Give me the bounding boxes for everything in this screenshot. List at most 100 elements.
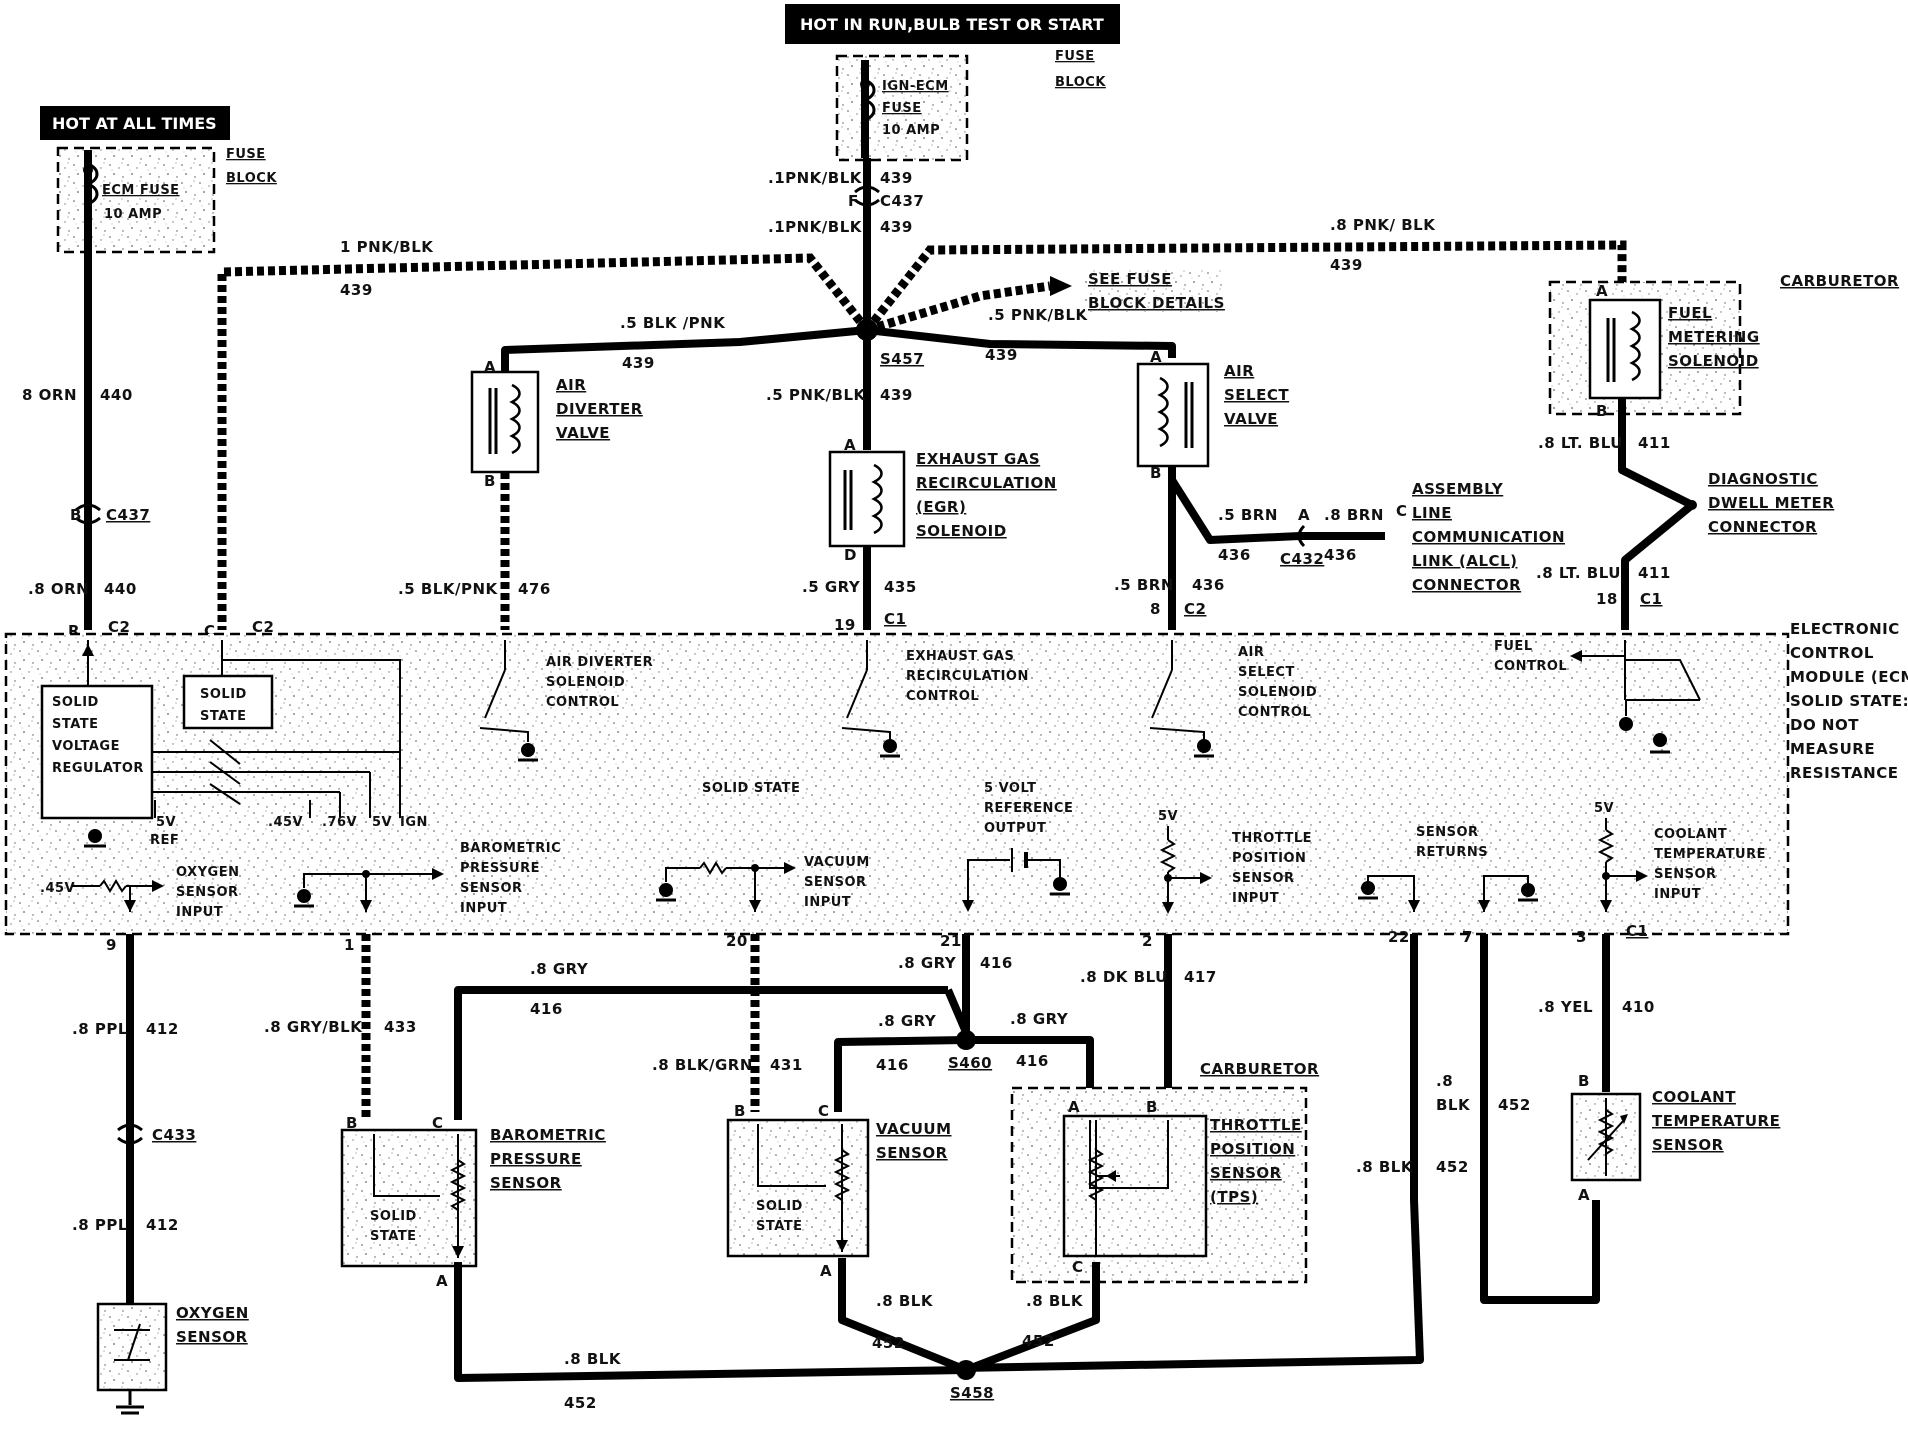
pin-a-tps: A bbox=[1068, 1098, 1080, 1116]
oxygen-l1: OXYGEN bbox=[176, 1304, 249, 1322]
conn-c1a: C1 bbox=[884, 610, 906, 628]
v45: .45V bbox=[268, 815, 303, 830]
oxy-in-l2: SENSOR bbox=[176, 885, 239, 900]
wire-num-w19: 433 bbox=[384, 1018, 417, 1036]
alcl-l1: ASSEMBLY bbox=[1412, 480, 1504, 498]
wire-label-w14: .8 BRN bbox=[1324, 506, 1384, 524]
ecm-module: ELECTRONIC CONTROL MODULE (ECM) SOLID ST… bbox=[4, 620, 1908, 936]
pin-b-fuel: B bbox=[1596, 402, 1608, 420]
airsel-ctrl-l1: AIR bbox=[1238, 645, 1264, 660]
fuse-ign-name: IGN-ECM bbox=[882, 79, 949, 94]
alcl-l3: COMMUNICATION bbox=[1412, 528, 1565, 546]
fuse-block-top: IGN-ECM FUSE 10 AMP FUSE BLOCK bbox=[835, 49, 1106, 162]
pin-c-c2: C bbox=[204, 622, 216, 640]
airdiv-ctrl-l1: AIR DIVERTER bbox=[546, 655, 653, 670]
pin-d-egr: D bbox=[844, 546, 857, 564]
wire-num-w31: 452 bbox=[564, 1394, 597, 1412]
fuel-meter-l2: METERING bbox=[1668, 328, 1760, 346]
wire-label-w16: .8 LT. BLU bbox=[1536, 564, 1621, 582]
reg-l3: VOLTAGE bbox=[52, 739, 120, 754]
pin-3: 3 bbox=[1576, 928, 1587, 946]
wire-num-w8: 440 bbox=[100, 386, 133, 404]
hot-all-label: HOT AT ALL TIMES bbox=[52, 114, 217, 133]
tps-in-l3: SENSOR bbox=[1232, 871, 1295, 886]
see-fuse-note: SEE FUSE BLOCK DETAILS bbox=[1085, 270, 1225, 312]
ecm-fuse-name: ECM FUSE bbox=[102, 183, 180, 198]
splice-s458: S458 bbox=[950, 1384, 994, 1402]
pin-c-tps: C bbox=[1072, 1258, 1084, 1276]
airsel-ctrl-l4: CONTROL bbox=[1238, 705, 1311, 720]
carburetor-bottom: CARBURETOR THROTTLE POSITION SENSOR (TPS… bbox=[1010, 1060, 1319, 1284]
air-select-l2: SELECT bbox=[1224, 386, 1289, 404]
pin-b-vac: B bbox=[734, 1102, 746, 1120]
wire-label-w23: .8 GRY bbox=[1010, 1010, 1069, 1028]
reg-l2: STATE bbox=[52, 717, 99, 732]
reg-l1: SOLID bbox=[52, 695, 99, 710]
baro-in-l2: PRESSURE bbox=[460, 861, 540, 876]
wire-num-w10: 476 bbox=[518, 580, 551, 598]
wire-label-w31: .8 BLK bbox=[564, 1350, 622, 1368]
v5c: 5V bbox=[1158, 809, 1178, 824]
airsel-ctrl-l3: SOLENOID bbox=[1238, 685, 1317, 700]
wire-label-w12: .5 BRN bbox=[1218, 506, 1278, 524]
wire-num-w25: 417 bbox=[1184, 968, 1217, 986]
wire-label-w2: .1PNK/BLK bbox=[768, 218, 863, 236]
wire-num-w3: 439 bbox=[340, 281, 373, 299]
wire-label-w18: .8 PPL bbox=[72, 1216, 128, 1234]
ecm-l6: MEASURE bbox=[1790, 740, 1875, 758]
baro-in-l1: BAROMETRIC bbox=[460, 841, 561, 856]
oxygen-sensor: OXYGEN SENSOR bbox=[96, 1302, 249, 1415]
egr-l4: SOLENOID bbox=[916, 522, 1007, 540]
pin-r: R bbox=[68, 622, 80, 640]
pin-8: 8 bbox=[1150, 600, 1161, 618]
wire-num-w5: 439 bbox=[622, 354, 655, 372]
conn-c2b: C2 bbox=[252, 618, 274, 636]
pin-f: F bbox=[848, 192, 859, 210]
ign: IGN bbox=[400, 815, 428, 830]
coolant-sensor: COOLANT TEMPERATURE SENSOR bbox=[1570, 1088, 1780, 1182]
pin-a-alcl: A bbox=[1298, 506, 1310, 524]
pin-9: 9 bbox=[106, 936, 117, 954]
wire-num-w6: 439 bbox=[880, 386, 913, 404]
fuel-meter-l1: FUEL bbox=[1668, 304, 1712, 322]
oxy-in-l1: OXYGEN bbox=[176, 865, 239, 880]
returns-l2: RETURNS bbox=[1416, 845, 1488, 860]
see-fuse-l2: BLOCK DETAILS bbox=[1088, 294, 1225, 312]
wire-label-w6: .5 PNK/BLK bbox=[766, 386, 866, 404]
wire-num-w30: 452 bbox=[1022, 1332, 1055, 1350]
wire-label-w26b: BLK bbox=[1436, 1096, 1471, 1114]
pin-20: 20 bbox=[726, 932, 748, 950]
vacuum-l2: SENSOR bbox=[876, 1144, 948, 1162]
airsel-ctrl-l2: SELECT bbox=[1238, 665, 1295, 680]
baro-ss-l1: SOLID bbox=[370, 1209, 417, 1224]
egr-l2: RECIRCULATION bbox=[916, 474, 1057, 492]
wire-num-w13: 436 bbox=[1192, 576, 1225, 594]
ecm-l7: RESISTANCE bbox=[1790, 764, 1898, 782]
pin-a-airdiv: A bbox=[484, 358, 496, 376]
splice-s457: S457 bbox=[880, 350, 924, 368]
tps-in-l2: POSITION bbox=[1232, 851, 1306, 866]
five-volt-l3: OUTPUT bbox=[984, 821, 1046, 836]
wire-label-w29: .8 BLK bbox=[876, 1292, 934, 1310]
pin-18: 18 bbox=[1596, 590, 1618, 608]
pin-2: 2 bbox=[1142, 932, 1153, 950]
tps-l1: THROTTLE bbox=[1210, 1116, 1302, 1134]
vacuum-l1: VACUUM bbox=[876, 1120, 952, 1138]
fuse-ign-name2: FUSE bbox=[882, 101, 922, 116]
vacuum-sensor: SOLID STATE VACUUM SENSOR bbox=[726, 1118, 952, 1258]
air-diverter-l3: VALVE bbox=[556, 424, 610, 442]
baro-l3: SENSOR bbox=[490, 1174, 562, 1192]
wire-num-w12: 436 bbox=[1218, 546, 1251, 564]
coolant-l1: COOLANT bbox=[1652, 1088, 1736, 1106]
wire-label-w26: .8 bbox=[1436, 1072, 1453, 1090]
alcl-label: ASSEMBLY LINE COMMUNICATION LINK (ALCL) … bbox=[1412, 480, 1565, 594]
pin-a-baro: A bbox=[436, 1272, 448, 1290]
pin-a-fuel: A bbox=[1596, 282, 1608, 300]
wire-label-w22: .8 GRY bbox=[878, 1012, 937, 1030]
wire-num-w1: 439 bbox=[880, 169, 913, 187]
wire-num-w24: 431 bbox=[770, 1056, 803, 1074]
wire-num-w20: 416 bbox=[530, 1000, 563, 1018]
coolant-in-l1: COOLANT bbox=[1654, 827, 1727, 842]
